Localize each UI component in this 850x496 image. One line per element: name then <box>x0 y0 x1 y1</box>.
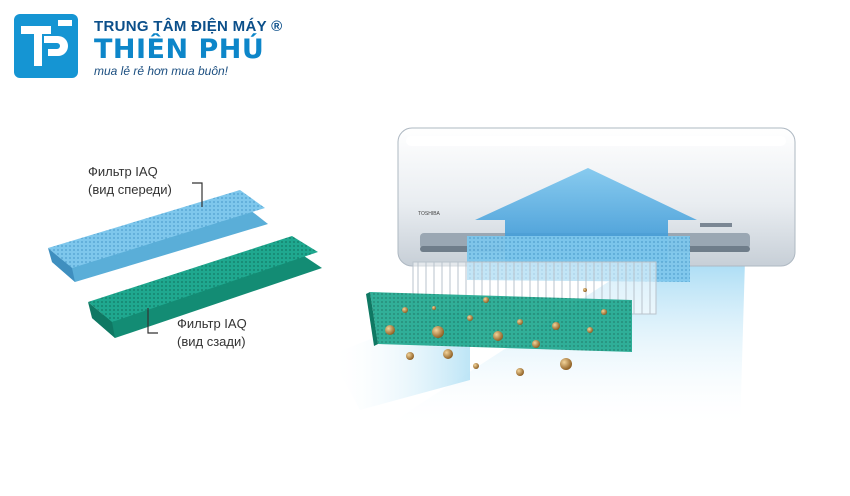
back-filter-label: Фильтр IAQ (вид сзади) <box>177 315 247 351</box>
front-filter-label-line2: (вид спереди) <box>88 182 172 197</box>
dust-particle <box>443 349 453 359</box>
dust-particle <box>432 306 436 310</box>
dust-particle <box>385 325 395 335</box>
dust-particle <box>583 288 587 292</box>
iaq-filter-front <box>48 190 268 282</box>
dust-particle <box>532 340 540 348</box>
iaq-filter-green-installed <box>366 292 632 352</box>
dust-particle <box>560 358 572 370</box>
store-logo: TRUNG TÂM ĐIỆN MÁY ® THIÊN PHÚ mua lẻ rẻ… <box>10 10 283 80</box>
dust-particle <box>432 326 444 338</box>
dust-particle <box>473 363 479 369</box>
dust-particle <box>601 309 607 315</box>
dust-particle <box>467 315 473 321</box>
iaq-filter-back <box>88 236 322 338</box>
dust-particle <box>402 307 408 313</box>
dust-particle <box>516 368 524 376</box>
dust-particle <box>552 322 560 330</box>
store-top-line: TRUNG TÂM ĐIỆN MÁY ® <box>94 18 283 35</box>
dust-particles <box>385 288 607 376</box>
dust-particle <box>587 327 593 333</box>
thien-phu-logo-icon <box>14 14 78 78</box>
dust-particle <box>517 319 523 325</box>
dust-particle <box>483 297 489 303</box>
store-brand-name: THIÊN PHÚ <box>94 34 265 65</box>
back-filter-label-line1: Фильтр IAQ <box>177 316 247 331</box>
back-filter-label-line2: (вид сзади) <box>177 334 246 349</box>
front-filter-label: Фильтр IAQ (вид спереди) <box>88 163 172 199</box>
label-leader-front <box>192 182 203 207</box>
front-filter-label-line1: Фильтр IAQ <box>88 164 158 179</box>
label-leader-back <box>147 308 158 334</box>
dust-particle <box>406 352 414 360</box>
dust-particle <box>493 331 503 341</box>
store-slogan: mua lẻ rẻ hơn mua buôn! <box>94 64 228 78</box>
unit-brand-tag: TOSHIBA <box>418 211 441 217</box>
